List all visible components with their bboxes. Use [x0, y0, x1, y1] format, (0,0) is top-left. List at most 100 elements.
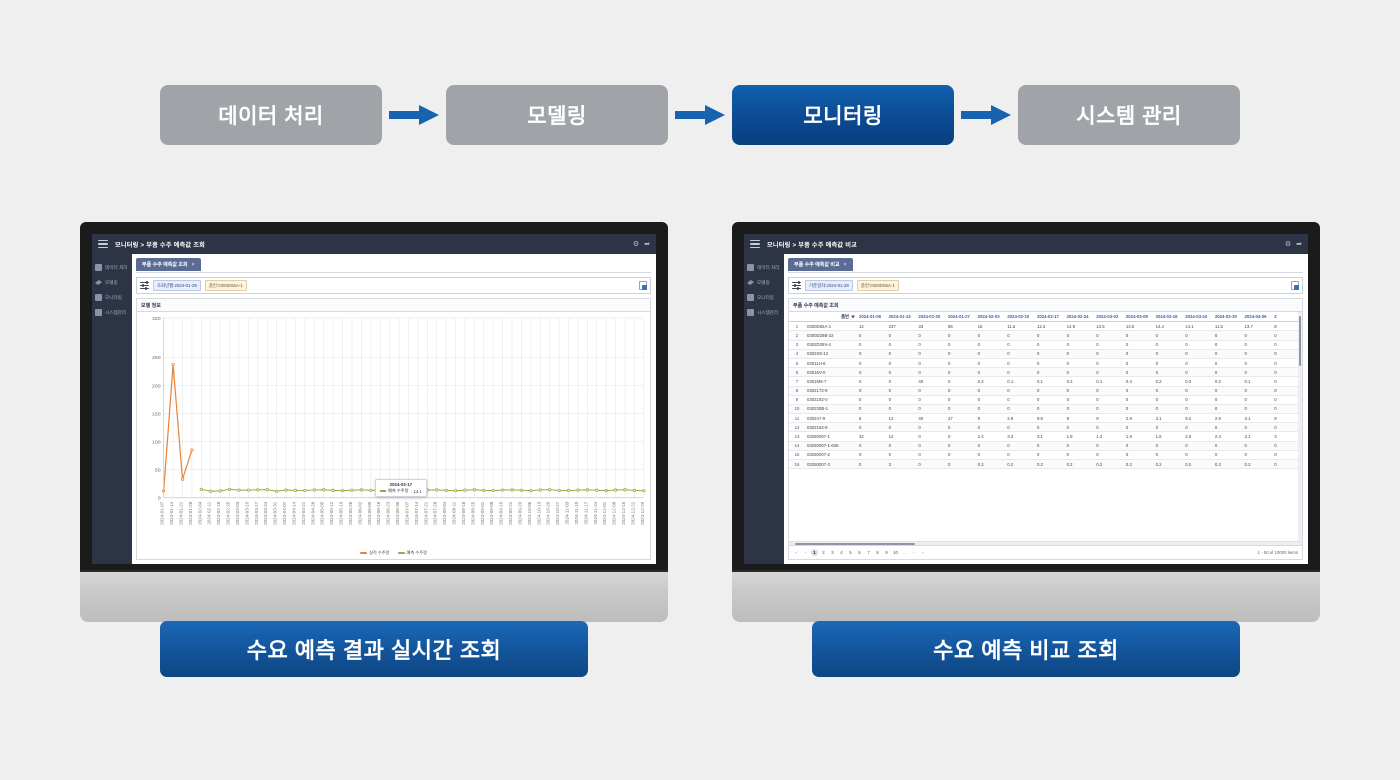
- col-header-date[interactable]: 2024-04-06: [1242, 312, 1273, 323]
- col-header-date[interactable]: 2024-03-23: [1183, 312, 1213, 323]
- filter-chip-date[interactable]: 기준일자:2024-01-29: [805, 280, 853, 291]
- page-button[interactable]: 9: [885, 550, 888, 555]
- col-header-date[interactable]: 2: [1272, 312, 1302, 323]
- excel-export-icon[interactable]: [1291, 281, 1299, 290]
- page-button[interactable]: 8: [876, 550, 879, 555]
- page-title: 모니터링 > 부품 수주 예측값 비교: [767, 241, 858, 249]
- cell-value: 0: [1212, 367, 1243, 378]
- tab-forecast-view[interactable]: 부품 수주 예측값 조회 ×: [136, 258, 201, 271]
- page-button[interactable]: 5: [849, 550, 852, 555]
- cell-value: 9.2: [1183, 413, 1213, 424]
- col-header-date[interactable]: 2024-02-03: [975, 312, 1006, 323]
- page-first-button[interactable]: «: [795, 550, 798, 555]
- flow-step-system-management[interactable]: 시스템 관리: [1018, 85, 1240, 145]
- sidebar-item-system-management[interactable]: 시스템관리: [744, 305, 784, 320]
- flow-step-label: 모델링: [527, 105, 587, 128]
- cell-value: 0: [1123, 441, 1154, 451]
- filter-funnel-icon[interactable]: [851, 315, 855, 319]
- monitor-right: 모니터링 > 부품 수주 예측값 비교 ⚙ ➦ 데이터 처리: [732, 222, 1320, 668]
- col-header-date[interactable]: 2024-01-06: [857, 312, 887, 323]
- filter-chip-part[interactable]: 품번:0300D65A-1: [204, 280, 247, 291]
- cell-value: 0: [1153, 422, 1184, 433]
- col-header-index[interactable]: [789, 312, 805, 323]
- cell-value: 0: [1034, 340, 1065, 350]
- col-header-date[interactable]: 2024-01-20: [916, 312, 946, 323]
- tab-forecast-compare[interactable]: 부품 수주 예측값 비교 ×: [788, 258, 853, 271]
- close-icon[interactable]: ×: [191, 261, 195, 268]
- col-header-date[interactable]: 2024-03-09: [1123, 312, 1154, 323]
- col-header-date[interactable]: 2024-03-02: [1094, 312, 1124, 323]
- page-button[interactable]: 3: [831, 550, 834, 555]
- cell-value: 0: [1064, 330, 1095, 341]
- horizontal-scrollbar[interactable]: [789, 541, 1302, 545]
- page-button[interactable]: 6: [858, 550, 861, 555]
- gear-icon[interactable]: ⚙: [632, 240, 640, 248]
- col-header-date[interactable]: 2024-02-24: [1064, 312, 1095, 323]
- sidebar-item-modeling[interactable]: 모델링: [744, 275, 784, 290]
- page-last-button[interactable]: »: [921, 550, 924, 555]
- flow-step-monitoring[interactable]: 모니터링: [732, 85, 954, 145]
- col-header-date[interactable]: 2024-02-10: [1005, 312, 1035, 323]
- col-header-date[interactable]: 2024-01-13: [886, 312, 917, 323]
- page-next-button[interactable]: ›: [912, 550, 915, 555]
- legend-item-actual[interactable]: 실적 수주량: [360, 550, 390, 556]
- hamburger-icon[interactable]: [750, 240, 760, 248]
- cell-value: 0: [1212, 358, 1243, 369]
- col-header-date[interactable]: 2024-02-17: [1034, 312, 1065, 323]
- filter-icon[interactable]: [792, 281, 801, 291]
- sidebar-item-monitoring[interactable]: 모니터링: [744, 290, 784, 305]
- page-button[interactable]: 2: [822, 550, 825, 555]
- page-button[interactable]: 7: [867, 550, 870, 555]
- flow-step-modeling[interactable]: 모델링: [446, 85, 668, 145]
- excel-export-icon[interactable]: [639, 281, 647, 290]
- sidebar-item-data-processing[interactable]: 데이터 처리: [744, 260, 784, 275]
- sidebar-item-modeling[interactable]: 모델링: [92, 275, 132, 290]
- database-icon: [747, 264, 754, 271]
- filter-chip-date[interactable]: 조회년월:2024-01-29: [153, 280, 201, 291]
- gear-icon[interactable]: ⚙: [1284, 240, 1292, 248]
- col-header-part[interactable]: 품번: [805, 312, 857, 323]
- close-icon[interactable]: ×: [843, 261, 847, 268]
- sidebar-item-system-management[interactable]: 시스템관리: [92, 305, 132, 320]
- page-button[interactable]: 1: [811, 549, 818, 556]
- sidebar-item-monitoring[interactable]: 모니터링: [92, 290, 132, 305]
- cell-value: 3.1: [1242, 413, 1273, 424]
- logout-icon[interactable]: ➦: [1296, 240, 1302, 248]
- legend-item-forecast[interactable]: 예측 수주량: [397, 550, 427, 556]
- col-header-date[interactable]: 2024-03-16: [1153, 312, 1184, 323]
- cell-part: 0302182-0: [805, 395, 857, 405]
- cell-value: 0: [857, 349, 887, 359]
- cell-value: 0.2: [975, 459, 1006, 470]
- page-button[interactable]: 4: [840, 550, 843, 555]
- col-header-date[interactable]: 2024-01-27: [945, 312, 976, 323]
- sidebar-item-data-processing[interactable]: 데이터 처리: [92, 260, 132, 275]
- flow-step-data-processing[interactable]: 데이터 처리: [160, 85, 382, 145]
- hamburger-icon[interactable]: [98, 240, 108, 248]
- vertical-scrollbar[interactable]: [1298, 312, 1302, 541]
- filter-icon[interactable]: [140, 281, 149, 291]
- cell-value: 85: [945, 321, 976, 332]
- page-prev-button[interactable]: ‹: [804, 550, 807, 555]
- page-button[interactable]: 10: [893, 550, 898, 555]
- logout-icon[interactable]: ➦: [644, 240, 650, 248]
- cell-index: 14: [789, 441, 805, 451]
- filter-chip-part[interactable]: 품번:0300D65A-1: [856, 280, 899, 291]
- col-header-date[interactable]: 2024-03-30: [1212, 312, 1243, 323]
